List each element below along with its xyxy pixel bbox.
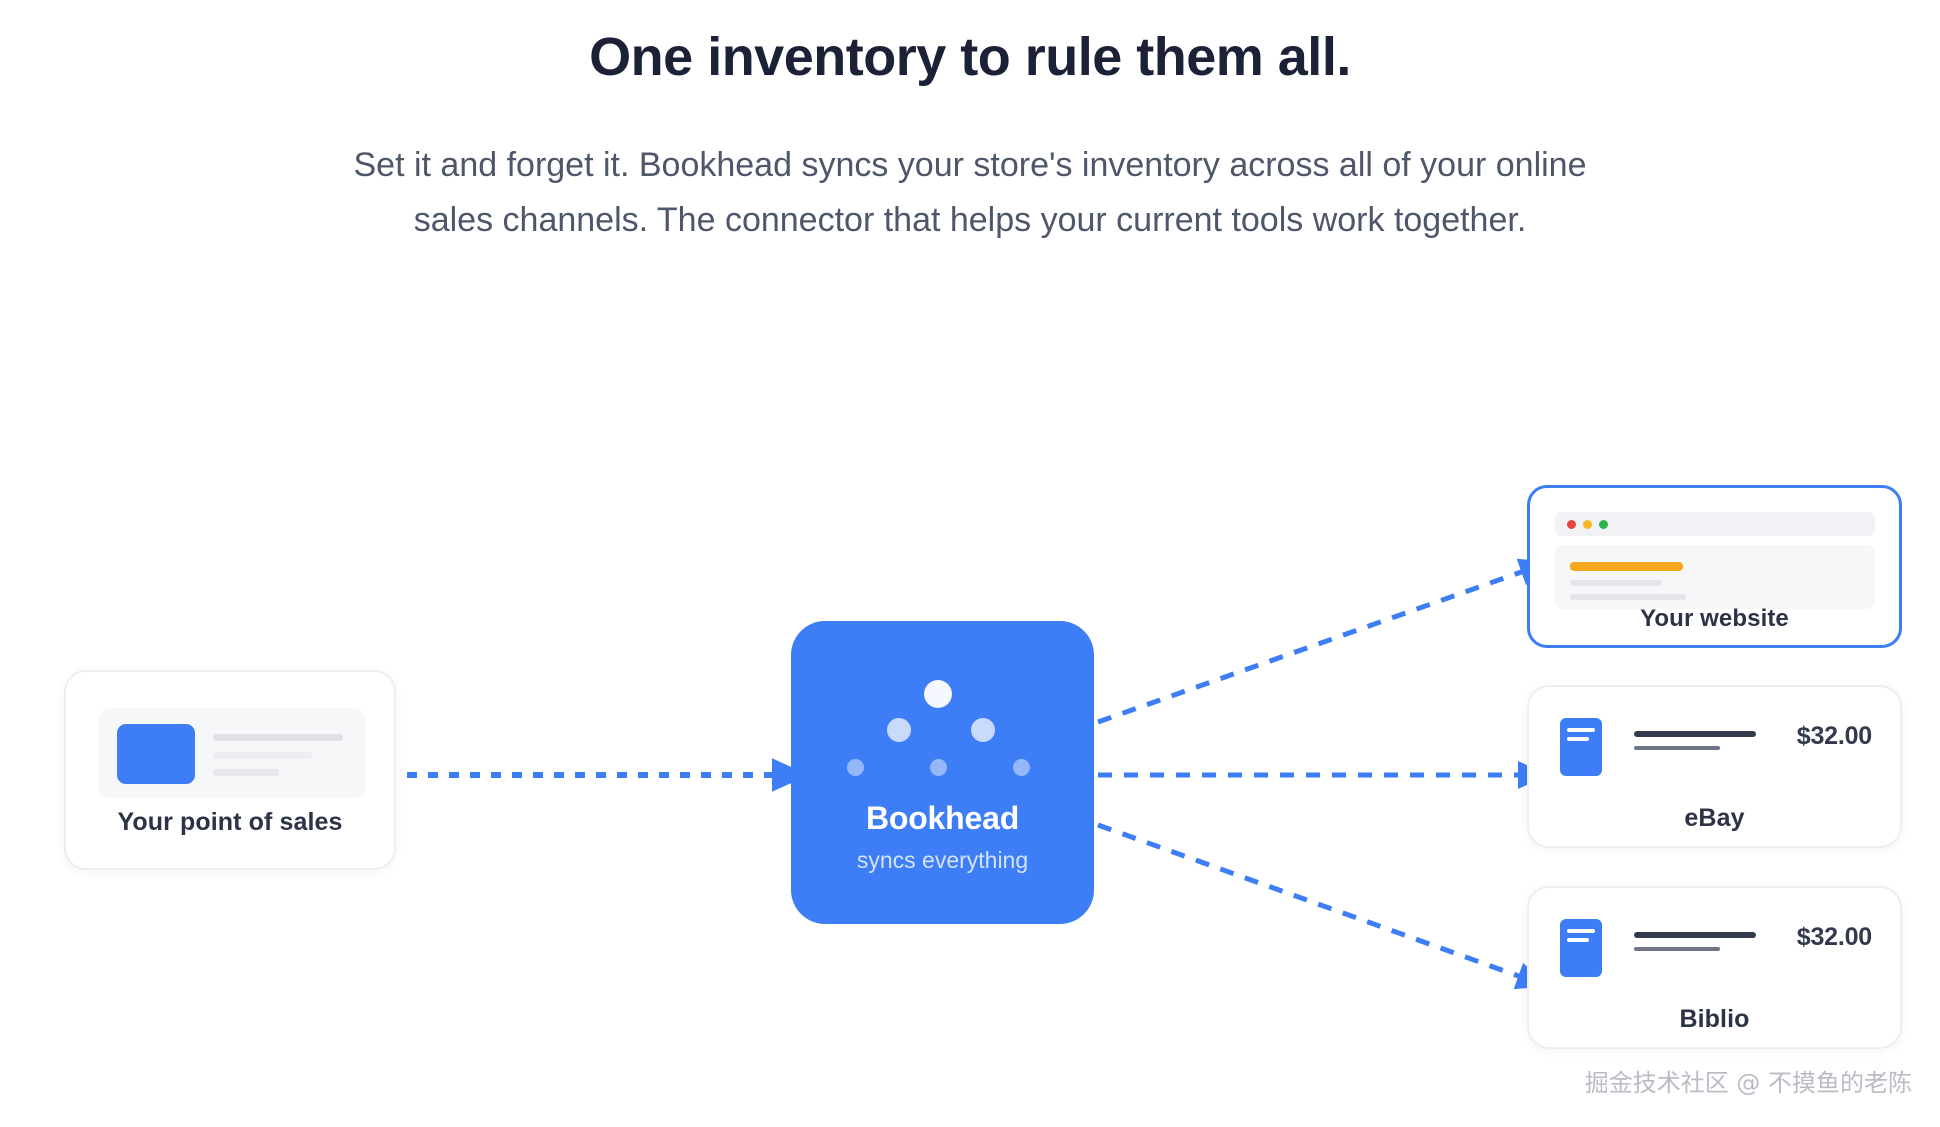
product-thumbnail-icon: [117, 724, 195, 784]
traffic-light-red-icon: [1567, 520, 1576, 529]
hub-dot-icon: [1013, 759, 1030, 776]
ebay-card[interactable]: $32.00 eBay: [1527, 685, 1902, 848]
biblio-label: Biblio: [1679, 1005, 1750, 1033]
book-page-line: [1567, 728, 1595, 732]
pos-preview-panel: [98, 708, 366, 798]
traffic-light-yellow-icon: [1583, 520, 1592, 529]
website-card[interactable]: Your website: [1527, 485, 1902, 648]
book-icon: [1560, 718, 1602, 776]
connector-hub-to-website: [1097, 558, 1551, 725]
point-of-sales-label: Your point of sales: [117, 808, 343, 836]
ebay-label: eBay: [1684, 804, 1745, 832]
hub-title: Bookhead: [865, 800, 1020, 836]
point-of-sales-card[interactable]: Your point of sales: [64, 670, 396, 870]
hub-dot-icon: [930, 759, 947, 776]
placeholder-line: [1570, 594, 1686, 600]
book-page-line: [1567, 938, 1589, 942]
placeholder-line: [213, 769, 279, 776]
traffic-light-green-icon: [1599, 520, 1608, 529]
listing-subtitle-placeholder: [1634, 746, 1720, 750]
watermark: 掘金技术社区 @ 不摸鱼的老陈: [1584, 1069, 1912, 1097]
book-page-line: [1567, 929, 1595, 933]
listing-title-placeholder: [1634, 731, 1756, 737]
listing-price: $32.00: [1796, 923, 1872, 951]
website-label: Your website: [1640, 605, 1789, 632]
book-page-line: [1567, 737, 1589, 741]
hub-dot-icon: [847, 759, 864, 776]
biblio-card[interactable]: $32.00 Biblio: [1527, 886, 1902, 1049]
page-title: One inventory to rule them all.: [589, 27, 1351, 87]
accent-bar: [1570, 562, 1683, 571]
page-subtitle: Set it and forget it. Bookhead syncs you…: [353, 146, 1587, 240]
book-icon: [1560, 919, 1602, 977]
connector-hub-to-biblio: [1097, 822, 1548, 990]
bookhead-hub-card[interactable]: Bookhead syncs everything: [791, 621, 1094, 924]
listing-subtitle-placeholder: [1634, 947, 1720, 951]
placeholder-line: [213, 752, 313, 759]
hub-subtitle: syncs everything: [856, 847, 1029, 873]
hub-dot-icon: [971, 718, 995, 742]
browser-chrome-bar: [1555, 512, 1875, 536]
website-preview-panel: [1555, 545, 1875, 609]
listing-price: $32.00: [1796, 722, 1872, 750]
hub-dot-icon: [924, 680, 952, 708]
listing-title-placeholder: [1634, 932, 1756, 938]
hub-dot-icon: [887, 718, 911, 742]
placeholder-line: [213, 734, 343, 741]
placeholder-line: [1570, 580, 1662, 586]
